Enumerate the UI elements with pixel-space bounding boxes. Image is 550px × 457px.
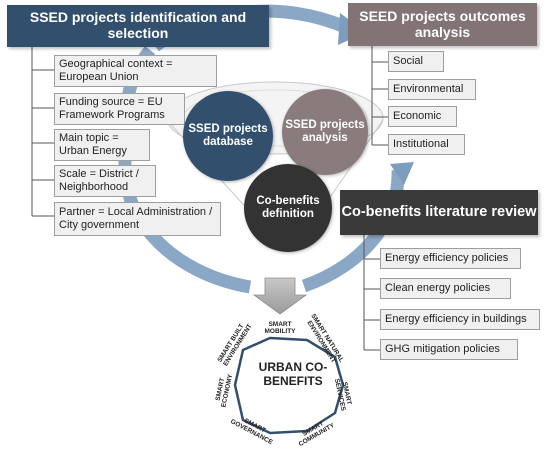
outcome-social: Social <box>388 51 444 72</box>
projects-analysis-circle: SSED projects analysis <box>282 89 368 175</box>
criterion-main-topic: Main topic = Urban Energy <box>54 129 150 161</box>
down-arrow <box>252 277 308 315</box>
outcome-economic: Economic <box>388 106 457 127</box>
criterion-geographical-context: Geographical context = European Union <box>54 55 217 87</box>
urban-cobenefits-title: URBAN CO-BENEFITS <box>258 360 328 389</box>
criteria-connector <box>31 46 54 217</box>
outcomes-analysis-header: SEED projects outcomes analysis <box>348 3 537 46</box>
criterion-funding-source: Funding source = EU Framework Programs <box>54 93 185 125</box>
policies-connector <box>363 235 380 351</box>
criterion-scale: Scale = District / Neighborhood <box>54 165 156 197</box>
cobenefits-definition-circle: Co-benefits definition <box>244 164 332 252</box>
policy-clean-energy: Clean energy policies <box>380 278 511 299</box>
smart-mobility-label: SMART MOBILITY <box>264 321 296 336</box>
policy-energy-efficiency-buildings: Energy efficiency in buildings <box>380 309 540 330</box>
policy-energy-efficiency: Energy efficiency policies <box>380 248 521 269</box>
ssed-identification-header: SSED projects identification and selecti… <box>7 5 269 47</box>
outcomes-connector <box>371 46 388 146</box>
outcome-environmental: Environmental <box>388 79 476 100</box>
cycle-arrowhead-right <box>390 162 414 185</box>
urban-cobenefits-octagon <box>233 336 345 435</box>
criterion-partner: Partner = Local Administration / City go… <box>54 202 221 236</box>
outcome-institutional: Institutional <box>388 134 465 155</box>
policy-ghg-mitigation: GHG mitigation policies <box>380 339 518 360</box>
projects-database-circle: SSED projects database <box>183 91 273 181</box>
cobenefits-review-header: Co-benefits literature review <box>340 190 538 235</box>
